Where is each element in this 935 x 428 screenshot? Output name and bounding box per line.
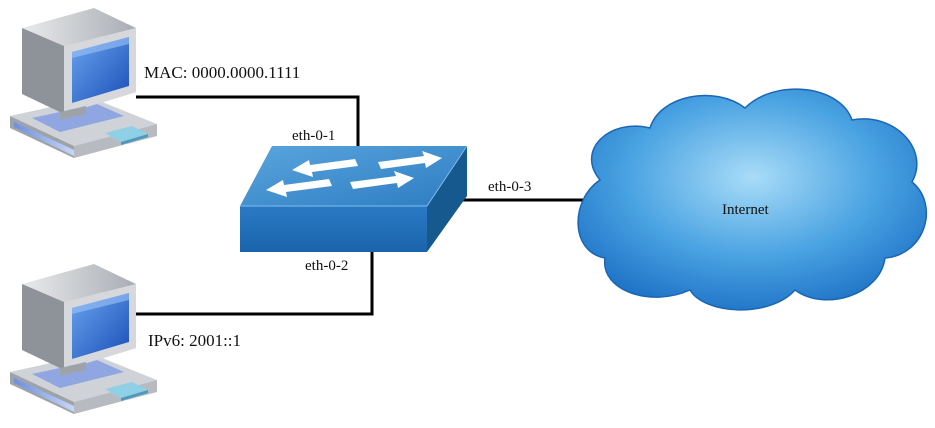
link-host1-switch [136, 95, 360, 150]
host-2-computer-icon [10, 264, 157, 414]
switch-arrow-bottom-right [350, 171, 414, 189]
port-label-eth-0-3: eth-0-3 [488, 179, 531, 195]
links [136, 95, 585, 316]
port-label-eth-0-1: eth-0-1 [292, 128, 335, 144]
switch-icon [240, 145, 468, 252]
host-1-label: MAC: 0000.0000.1111 [144, 63, 300, 82]
link-host2-switch [136, 250, 374, 316]
internet-cloud-icon [577, 88, 928, 311]
internet-label: Internet [722, 202, 769, 218]
switch-arrow-top-left [292, 159, 358, 177]
switch-arrow-bottom-left [266, 179, 332, 197]
switch-arrow-top-right [378, 151, 442, 169]
port-label-eth-0-2: eth-0-2 [305, 258, 348, 274]
host-2-label: IPv6: 2001::1 [148, 331, 241, 350]
host-1-computer-icon [10, 8, 157, 158]
